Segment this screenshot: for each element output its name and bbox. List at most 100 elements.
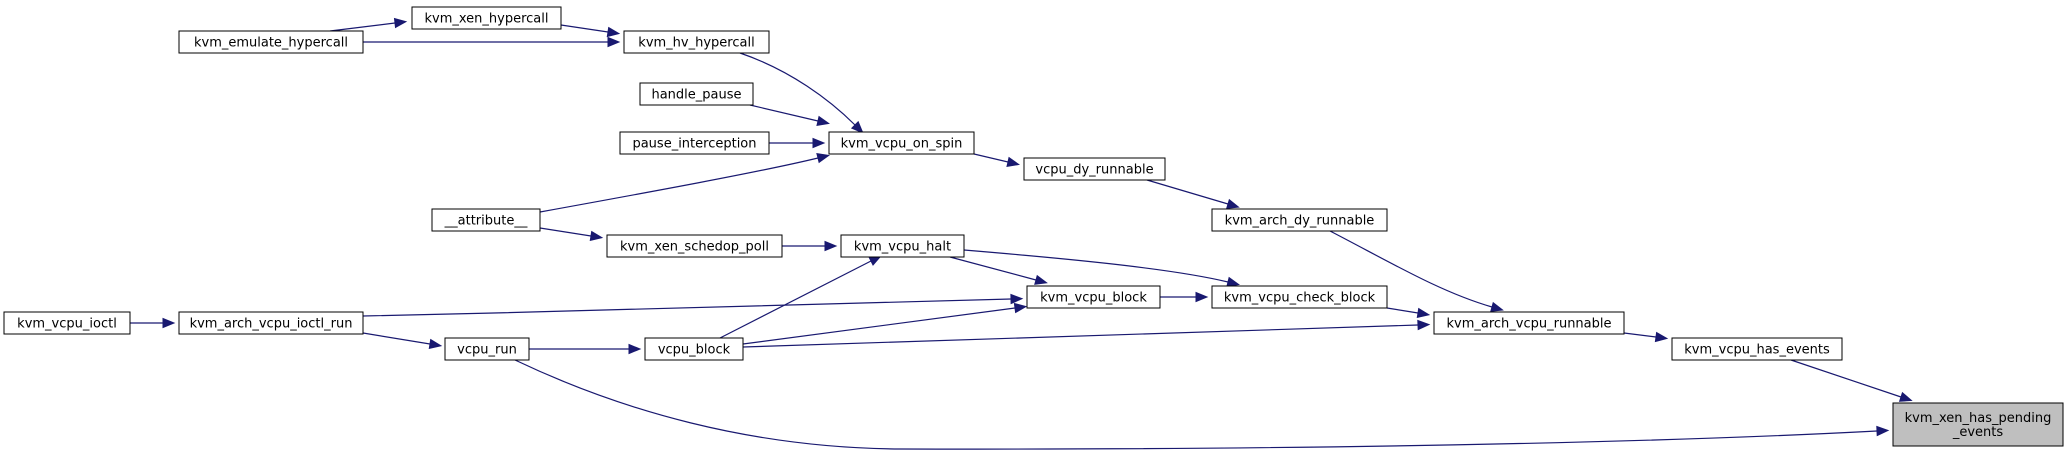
node-label: kvm_vcpu_on_spin (841, 137, 963, 152)
edge-line (539, 157, 819, 213)
edge-arrowhead (1417, 319, 1431, 331)
node-label: pause_interception (632, 137, 756, 152)
edge-line (362, 332, 431, 345)
node-kvm-xen-schedop-poll[interactable]: kvm_xen_schedop_poll (606, 234, 783, 258)
edge-arrowhead (393, 17, 408, 29)
node-kvm-vcpu-ioctl[interactable]: kvm_vcpu_ioctl (3, 311, 131, 335)
edge-arrowhead (1416, 307, 1431, 319)
edge-vcpu_run-to-vcpu_block (529, 343, 642, 355)
edge-kvm_arch_vcpu_runnable-to-kvm_vcpu_has_events (1623, 331, 1669, 343)
node-kvm-vcpu-has-events[interactable]: kvm_vcpu_has_events (1671, 337, 1843, 361)
node-pause-interception[interactable]: pause_interception (619, 131, 770, 155)
edge-line (1329, 230, 1493, 308)
node-kvm-vcpu-block[interactable]: kvm_vcpu_block (1026, 285, 1161, 309)
node-vcpu-block[interactable]: vcpu_block (644, 337, 744, 361)
edge-line (1623, 332, 1657, 338)
edge-line (963, 249, 1229, 283)
node-label: vcpu_dy_runnable (1035, 163, 1153, 178)
node-box (1023, 157, 1166, 181)
node-box (1211, 285, 1388, 309)
node-label: kvm_arch_vcpu_ioctl_run (190, 317, 353, 332)
edge-arrowhead (1226, 276, 1240, 288)
edge-arrowhead (589, 230, 604, 242)
node-kvm-arch-vcpu-ioctl-run[interactable]: kvm_arch_vcpu_ioctl_run (178, 311, 364, 335)
edge-line (1146, 179, 1229, 205)
edge-line (742, 324, 1419, 348)
edge-arrowhead (1010, 293, 1024, 305)
node-box (3, 311, 131, 335)
node-label: vcpu_run (457, 343, 517, 358)
edge-line (739, 52, 856, 126)
edge-kvm_vcpu_check_block-to-kvm_arch_vcpu_runnable (1386, 307, 1431, 319)
edge-arrowhead (1013, 302, 1028, 314)
node-kvm-arch-vcpu-runnable[interactable]: kvm_arch_vcpu_runnable (1433, 311, 1625, 335)
edge-handle_pause-to-kvm_vcpu_on_spin (749, 104, 830, 127)
edge-line (719, 260, 872, 339)
edge-attribute-to-kvm_vcpu_on_spin (539, 152, 830, 213)
edge-line (362, 298, 1012, 317)
edge-kvm_vcpu_on_spin-to-vcpu_dy_runnable (973, 153, 1020, 168)
edge-arrowhead (1490, 301, 1504, 312)
node-label: vcpu_block (658, 343, 731, 358)
node-box (1671, 337, 1843, 361)
edge-arrowhead (428, 338, 443, 350)
edge-kvm_emulate_hypercall-to-kvm_hv_hypercall (363, 36, 621, 48)
node-box (644, 337, 744, 361)
node-vcpu-run[interactable]: vcpu_run (444, 337, 530, 361)
edge-arrowhead (816, 115, 830, 127)
node-kvm-arch-dy-runnable[interactable]: kvm_arch_dy_runnable (1211, 208, 1388, 232)
node-label: kvm_arch_vcpu_runnable (1446, 317, 1611, 332)
edge-line (742, 307, 1016, 345)
node-box (444, 337, 530, 361)
node-vcpu-dy-runnable[interactable]: vcpu_dy_runnable (1023, 157, 1166, 181)
edge-arrowhead (824, 240, 838, 252)
call-graph-nodes: kvm_emulate_hypercall kvm_xen_hypercallkv… (3, 6, 2064, 447)
edge-kvm_arch_dy_runnable-to-kvm_arch_vcpu_runnable (1329, 230, 1504, 312)
node-box (606, 234, 783, 258)
node-box (619, 131, 770, 155)
edge-vcpu_block-to-kvm_vcpu_halt (719, 255, 882, 339)
edge-arrowhead (607, 36, 621, 48)
edge-line (539, 227, 592, 237)
edge-kvm_emulate_hypercall-to-kvm_xen_hypercall (329, 17, 408, 32)
node-kvm-vcpu-check-block[interactable]: kvm_vcpu_check_block (1211, 285, 1388, 309)
call-graph-edges (130, 17, 1913, 450)
node-box (178, 30, 364, 54)
node-kvm-vcpu-on-spin[interactable]: kvm_vcpu_on_spin (828, 131, 975, 155)
node-handle-pause[interactable]: handle_pause (639, 82, 754, 106)
edge-arrowhead (1226, 198, 1240, 209)
edge-line (1386, 307, 1419, 314)
node-box (840, 234, 965, 258)
edge-attribute-to-kvm_xen_schedop_poll (539, 227, 604, 242)
node-kvm-xen-hypercall[interactable]: kvm_xen_hypercall (411, 6, 562, 30)
node-kvm-emulate-hypercall[interactable]: kvm_emulate_hypercall (178, 30, 364, 54)
edge-line (949, 256, 1037, 281)
node-kvm-xen-has-pending-events[interactable]: kvm_xen_has_pending_events (1892, 402, 2064, 447)
edge-line (560, 24, 609, 33)
node-box (1433, 311, 1625, 335)
node-label: kvm_hv_hypercall (638, 36, 754, 51)
edge-arrowhead (606, 26, 621, 38)
edge-vcpu_run-to-kvm_xen_has_pending_events (514, 359, 1890, 450)
node-box (828, 131, 975, 155)
node-label: kvm_vcpu_ioctl (17, 317, 117, 332)
edge-kvm_arch_vcpu_ioctl_run-to-kvm_vcpu_block (362, 293, 1024, 317)
node-kvm-vcpu-halt[interactable]: kvm_vcpu_halt (840, 234, 965, 258)
node-label: kvm_vcpu_has_events (1684, 343, 1830, 358)
edge-arrowhead (1006, 156, 1020, 168)
edge-line (514, 359, 1878, 450)
node-kvm-hv-hypercall[interactable]: kvm_hv_hypercall (623, 30, 770, 54)
node-box (431, 208, 541, 232)
node-box (1026, 285, 1161, 309)
edge-vcpu_dy_runnable-to-kvm_arch_dy_runnable (1146, 179, 1240, 209)
node-label: kvm_xen_has_pending (1905, 411, 2052, 426)
node-attribute[interactable]: __attribute__ (431, 208, 541, 232)
edge-arrowhead (162, 317, 176, 329)
edge-kvm_vcpu_ioctl-to-kvm_arch_vcpu_ioctl_run (130, 317, 176, 329)
edge-arrowhead (1195, 291, 1209, 303)
node-label: kvm_vcpu_halt (854, 240, 951, 255)
edge-arrowhead (816, 152, 830, 164)
edge-vcpu_block-to-kvm_arch_vcpu_runnable (742, 319, 1431, 348)
edge-arrowhead (850, 120, 864, 134)
